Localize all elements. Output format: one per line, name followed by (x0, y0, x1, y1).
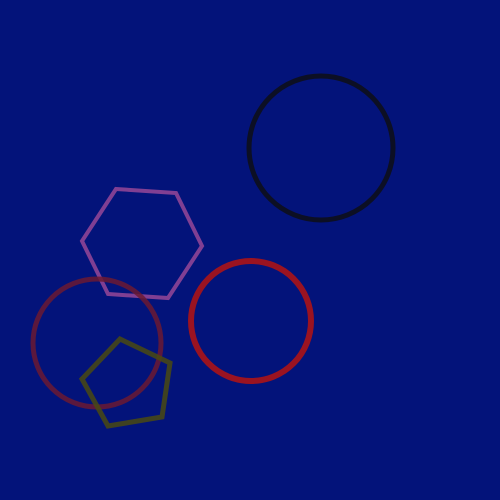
black-circle (246, 73, 396, 223)
olive-pentagon (78, 335, 173, 429)
pink-hexagon (79, 186, 205, 301)
red-circle (188, 258, 314, 384)
